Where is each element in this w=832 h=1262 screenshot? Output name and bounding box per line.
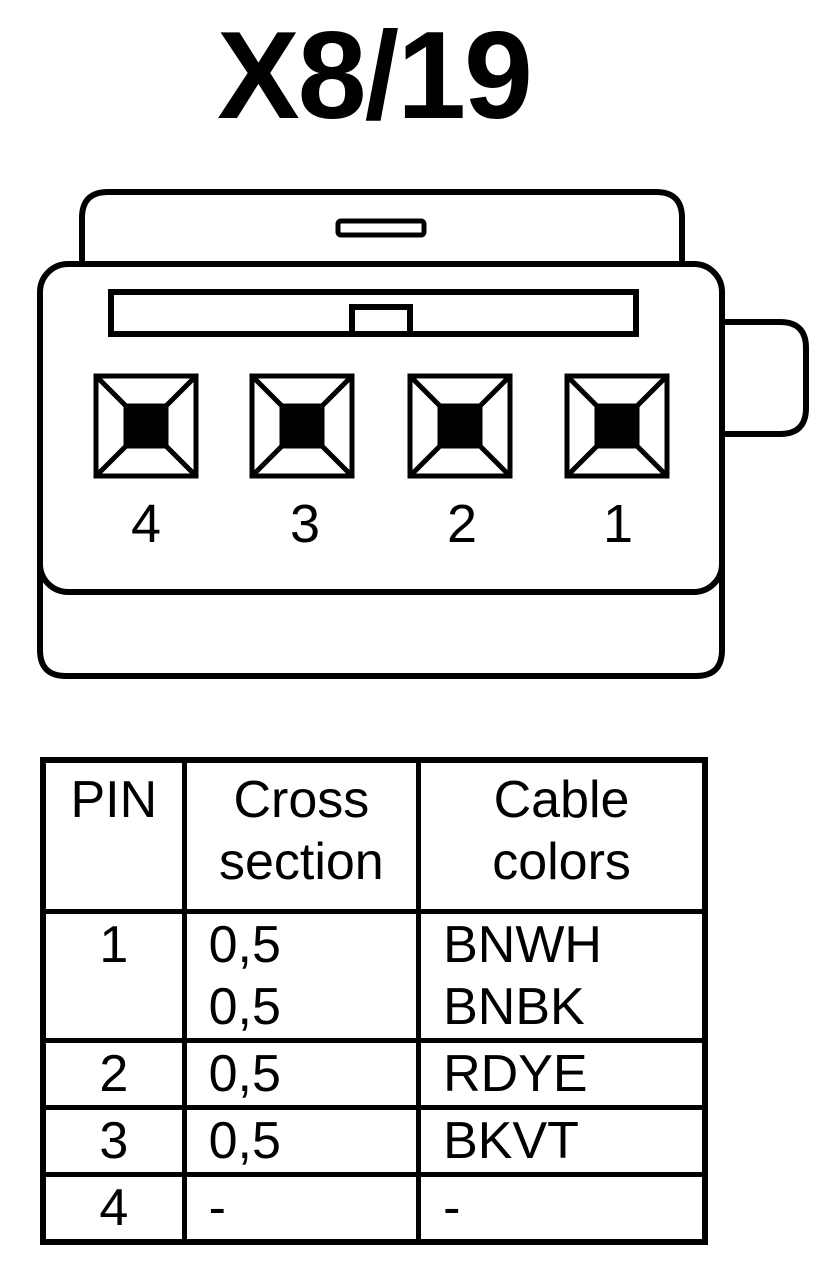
- cell-cross-section: 0,5: [181, 1040, 422, 1110]
- connector-side-latch: [722, 319, 809, 437]
- cell-cable-colors: -: [416, 1174, 708, 1245]
- pin-label-1: 1: [603, 494, 633, 554]
- connector-main-body: [37, 261, 725, 595]
- pin-assignment-table: PIN Cross section Cable colors 1 0,5 0,5…: [40, 757, 708, 1245]
- cell-cross-section: -: [181, 1174, 422, 1245]
- pin-cavity-1: [564, 373, 670, 479]
- cell-cable-colors: BNWH BNBK: [416, 911, 708, 1043]
- table-header-row: PIN Cross section Cable colors: [40, 760, 708, 914]
- cell-pin: 4: [40, 1174, 187, 1245]
- table-row: 1 0,5 0,5 BNWH BNBK: [40, 911, 708, 1043]
- cell-pin: 1: [40, 911, 187, 1043]
- cell-cable-colors: RDYE: [416, 1040, 708, 1110]
- table-row: 4 - -: [40, 1174, 708, 1245]
- connector-title: X8/19: [216, 7, 533, 145]
- connector-diagram: 4 3 2 1: [37, 189, 809, 679]
- table-row: 2 0,5 RDYE: [40, 1040, 708, 1110]
- pin-label-4: 4: [131, 494, 161, 554]
- pin-cavity-3: [249, 373, 355, 479]
- pin-cavity-4: [93, 373, 199, 479]
- pin-cavity-2: [407, 373, 513, 479]
- cell-pin: 2: [40, 1040, 187, 1110]
- header-cable-colors: Cable colors: [416, 760, 708, 914]
- pin-label-2: 2: [447, 494, 477, 554]
- header-pin: PIN: [40, 760, 187, 914]
- cell-cross-section: 0,5 0,5: [181, 911, 422, 1043]
- cell-pin: 3: [40, 1107, 187, 1177]
- latch-slot: [335, 218, 427, 238]
- pin-label-3: 3: [290, 494, 320, 554]
- header-cross-section: Cross section: [181, 760, 422, 914]
- cell-cable-colors: BKVT: [416, 1107, 708, 1177]
- keying-notch: [349, 304, 413, 337]
- table-row: 3 0,5 BKVT: [40, 1107, 708, 1177]
- cell-cross-section: 0,5: [181, 1107, 422, 1177]
